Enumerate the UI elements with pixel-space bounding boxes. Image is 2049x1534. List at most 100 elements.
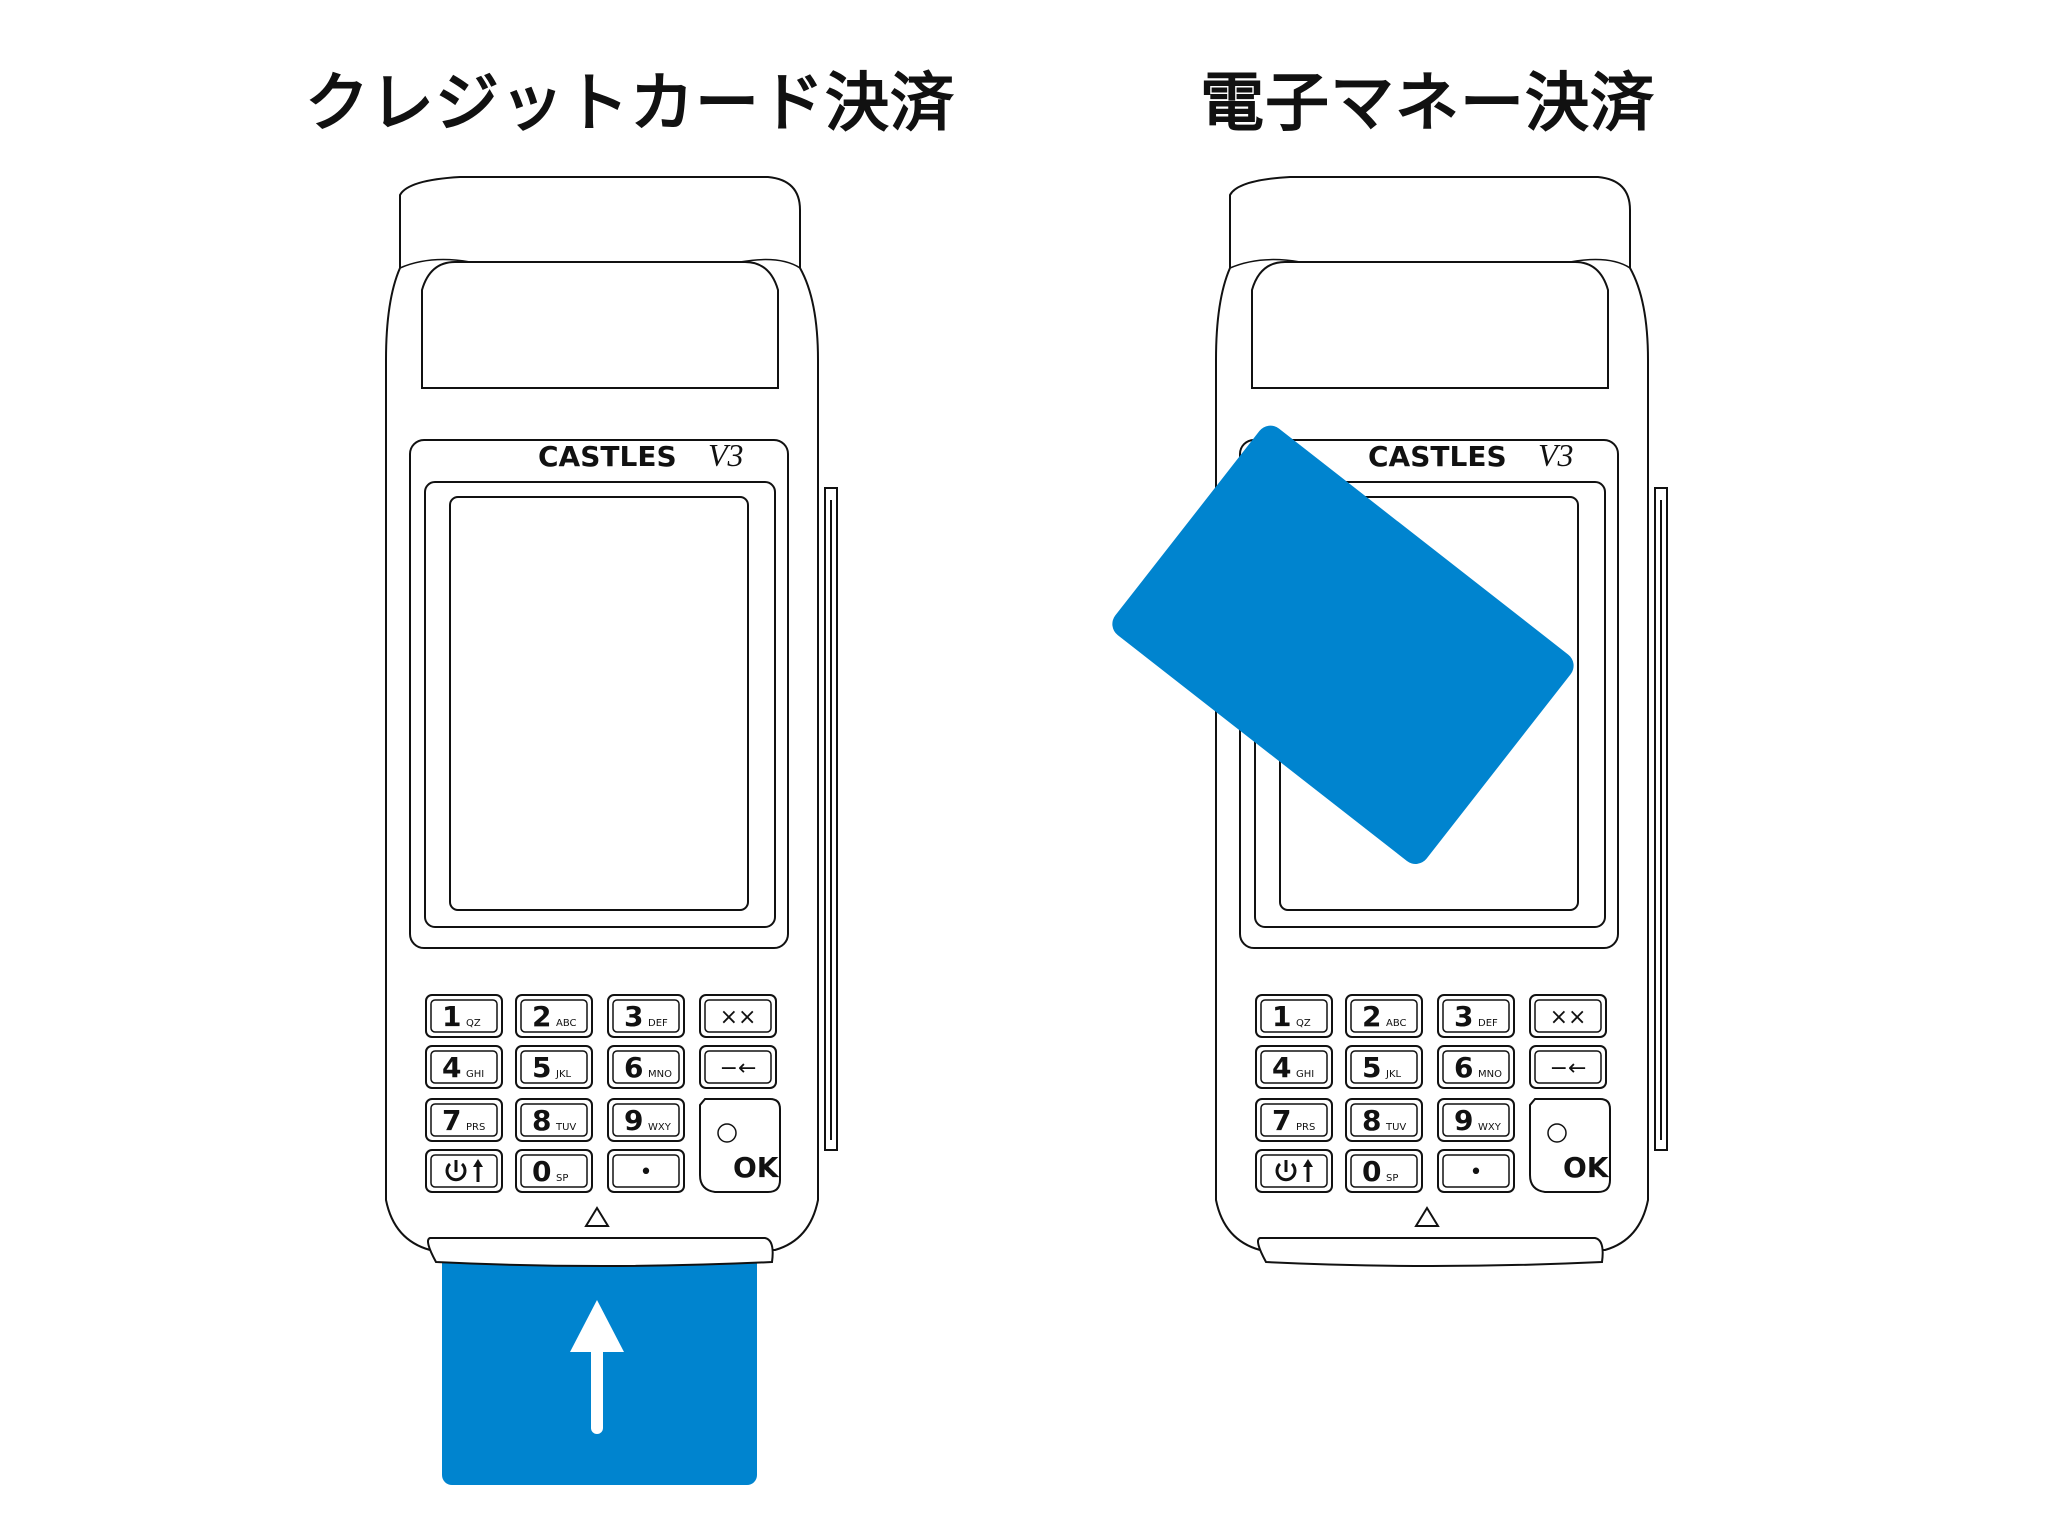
brand-label: CASTLES <box>1368 440 1507 473</box>
key-letters: ABC <box>1386 1018 1407 1029</box>
title-credit-card: クレジットカード決済 <box>305 67 955 141</box>
key-number: 8 <box>532 1104 551 1137</box>
key-number: 8 <box>1362 1104 1381 1137</box>
ok-button[interactable]: OK <box>699 1098 781 1193</box>
key-letters: GHI <box>466 1069 484 1080</box>
key-number: 4 <box>1272 1051 1291 1084</box>
key-letters: SP <box>1386 1173 1398 1184</box>
led-indicator <box>1547 1123 1567 1143</box>
key-letters: MNO <box>1478 1069 1502 1080</box>
key-func-label: • <box>640 1160 653 1185</box>
key-number: 5 <box>1362 1051 1381 1084</box>
ok-label: OK <box>1563 1151 1610 1184</box>
arrow-up-icon <box>570 1300 624 1434</box>
key-letters: QZ <box>466 1018 481 1029</box>
key-func-3[interactable]: ×× <box>1529 994 1607 1038</box>
key-number: 6 <box>624 1051 643 1084</box>
key-func-label: ×× <box>720 1005 757 1030</box>
ok-label: OK <box>733 1151 780 1184</box>
key-number: 3 <box>1454 1000 1473 1033</box>
printer-slot <box>421 261 779 389</box>
key-letters: QZ <box>1296 1018 1311 1029</box>
key-func-label: −← <box>720 1056 757 1081</box>
ok-button[interactable]: OK <box>1529 1098 1611 1193</box>
key-letters: DEF <box>1478 1018 1498 1029</box>
model-label: V3 <box>1538 437 1574 473</box>
key-number: 9 <box>624 1104 643 1137</box>
key-number: 5 <box>532 1051 551 1084</box>
key-letters: JKL <box>1385 1069 1402 1080</box>
key-number: 0 <box>1362 1155 1381 1188</box>
key-func-label: • <box>1470 1160 1483 1185</box>
key-number: 7 <box>442 1104 461 1137</box>
key-number: 2 <box>532 1000 551 1033</box>
key-letters: JKL <box>555 1069 572 1080</box>
key-letters: TUV <box>1385 1122 1406 1133</box>
power-icon <box>1275 1159 1313 1182</box>
key-letters: PRS <box>466 1122 485 1133</box>
key-func-7[interactable]: −← <box>1529 1045 1607 1089</box>
key-func-3[interactable]: ×× <box>699 994 777 1038</box>
power-key[interactable] <box>425 1149 503 1193</box>
key-func-label: ×× <box>1550 1005 1587 1030</box>
key-letters: MNO <box>648 1069 672 1080</box>
key-letters: WXY <box>1478 1122 1502 1133</box>
credit-card <box>442 1240 757 1485</box>
triangle-up-icon <box>1414 1206 1440 1227</box>
key-number: 1 <box>442 1000 461 1033</box>
key-func-13[interactable]: • <box>607 1149 685 1193</box>
printer-slot <box>1251 261 1609 389</box>
key-letters: PRS <box>1296 1122 1315 1133</box>
key-letters: TUV <box>555 1122 576 1133</box>
key-number: 1 <box>1272 1000 1291 1033</box>
key-number: 3 <box>624 1000 643 1033</box>
key-func-7[interactable]: −← <box>699 1045 777 1089</box>
key-number: 4 <box>442 1051 461 1084</box>
key-func-label: −← <box>1550 1056 1587 1081</box>
power-icon <box>445 1159 483 1182</box>
key-func-13[interactable]: • <box>1437 1149 1515 1193</box>
card-slot <box>427 1237 774 1267</box>
key-number: 6 <box>1454 1051 1473 1084</box>
key-number: 7 <box>1272 1104 1291 1137</box>
key-number: 2 <box>1362 1000 1381 1033</box>
card-slot <box>1257 1237 1604 1267</box>
triangle-up-icon <box>584 1206 610 1227</box>
title-e-money: 電子マネー決済 <box>1200 67 1655 141</box>
power-key[interactable] <box>1255 1149 1333 1193</box>
key-letters: DEF <box>648 1018 668 1029</box>
key-letters: SP <box>556 1173 568 1184</box>
key-letters: WXY <box>648 1122 672 1133</box>
key-letters: ABC <box>556 1018 577 1029</box>
key-number: 0 <box>532 1155 551 1188</box>
brand-label: CASTLES <box>538 440 677 473</box>
model-label: V3 <box>708 437 744 473</box>
e-money-card <box>1112 425 1574 864</box>
led-indicator <box>717 1123 737 1143</box>
key-letters: GHI <box>1296 1069 1314 1080</box>
